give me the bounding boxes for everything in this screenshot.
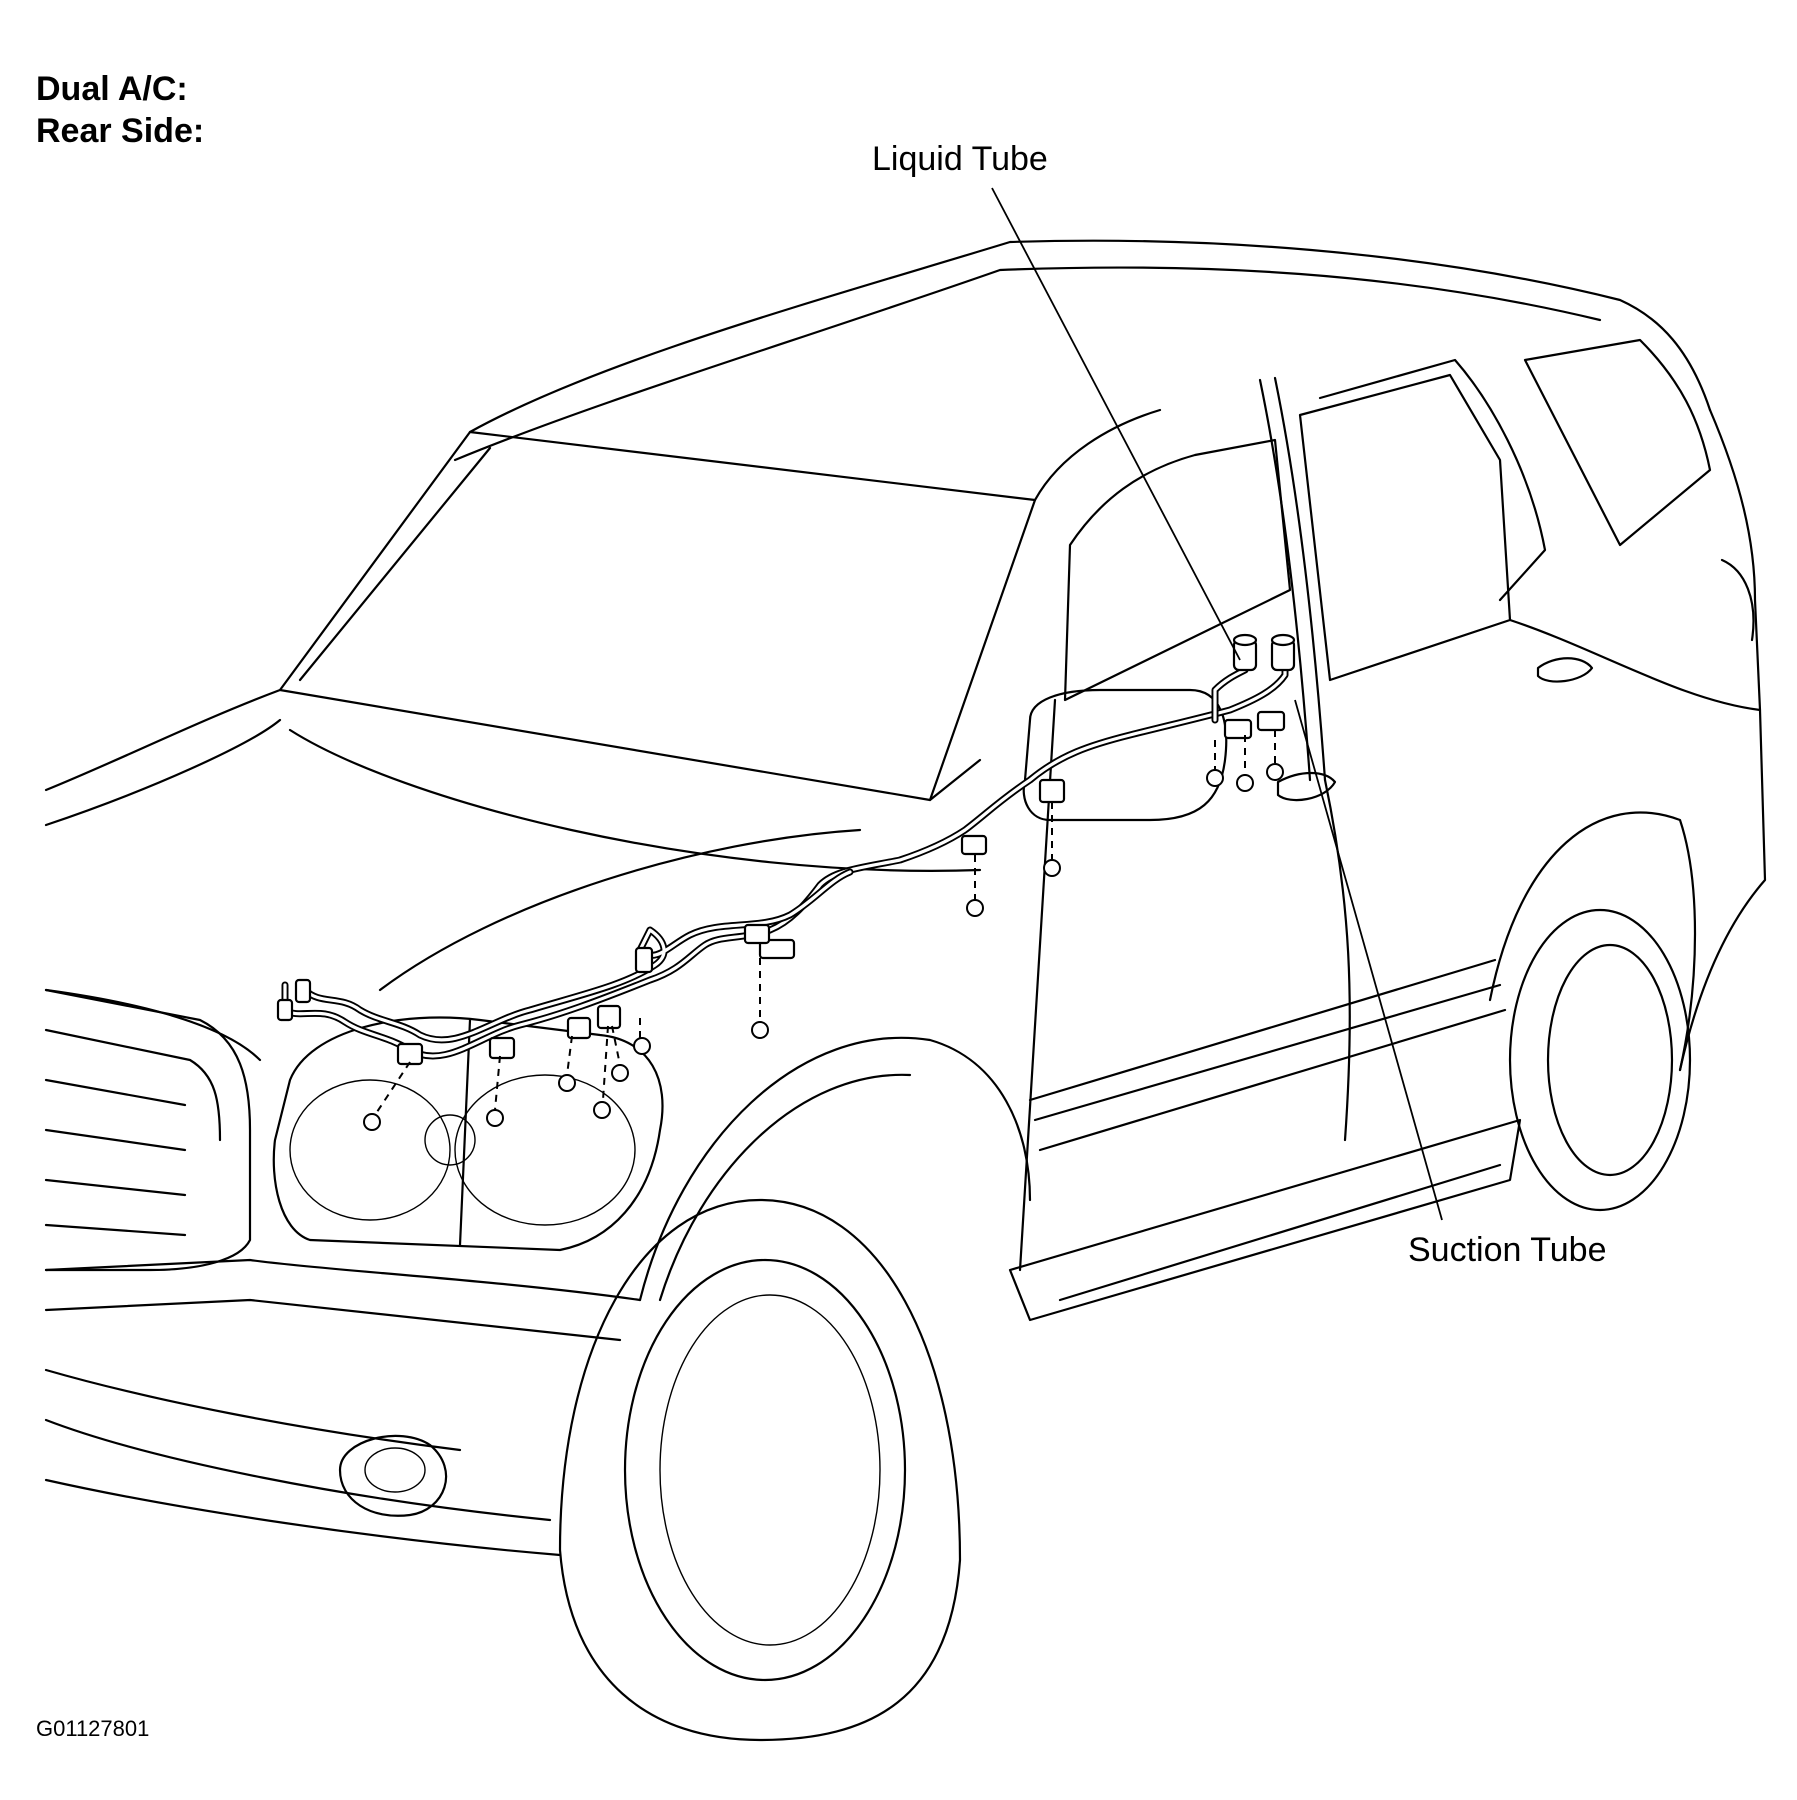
mounting-nuts [363,730,1284,1131]
liquid-tube-leader [991,187,1241,661]
figure-id: G01127801 [36,1716,150,1741]
suction-tube-leader [1294,699,1443,1221]
heading-dual-ac: Dual A/C: [36,70,188,108]
ac-tube-routing [276,633,1296,1060]
heading-rear-side: Rear Side: [36,112,205,150]
suction-tube-label: Suction Tube [1408,1231,1607,1269]
tube-clamps [396,710,1286,1066]
liquid-tube-label: Liquid Tube [872,140,1048,178]
vehicle-body [44,239,1767,1742]
